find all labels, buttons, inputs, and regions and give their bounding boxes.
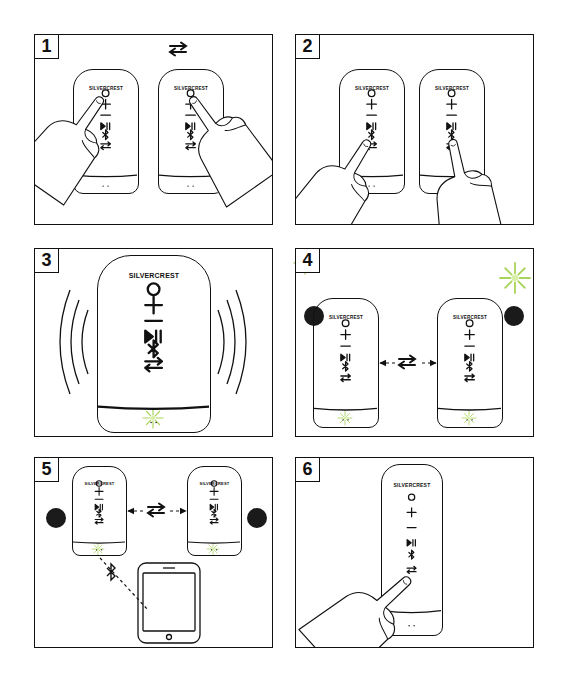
brand-logo: SILVERCREST — [355, 86, 389, 91]
base-band — [98, 407, 209, 409]
brand-logo: SILVERCREST — [174, 86, 208, 91]
control-buttons — [145, 283, 162, 371]
led-glow — [92, 252, 530, 555]
control-buttons — [95, 481, 103, 524]
control-buttons — [341, 320, 350, 382]
brand-logo: SILVERCREST — [129, 272, 180, 280]
step-panel: 4SILVERCREST SILVERCREST — [295, 248, 534, 437]
base-band — [159, 175, 222, 177]
step-panel: 3SILVERCREST — [34, 248, 273, 437]
base-dots — [211, 549, 217, 550]
speaker-marker-dot — [46, 306, 524, 528]
base-band — [438, 408, 501, 410]
base-band — [382, 611, 441, 613]
base-dots — [342, 419, 348, 420]
step-panel: 6SILVERCREST — [295, 457, 534, 648]
base-dots — [448, 185, 454, 186]
brand-logo: SILVERCREST — [200, 482, 230, 486]
speaker: SILVERCREST — [187, 466, 242, 556]
speaker: SILVERCREST — [381, 464, 443, 636]
base-band — [420, 175, 483, 177]
control-buttons — [465, 320, 474, 382]
pairing-link — [380, 362, 436, 363]
base-band — [314, 408, 377, 410]
brand-logo: SILVERCREST — [435, 86, 469, 91]
button-icons — [188, 467, 240, 554]
step-panel: 5SILVERCREST SILVERCREST — [34, 457, 273, 648]
base-dots — [368, 185, 374, 186]
control-buttons — [101, 90, 110, 150]
speaker: SILVERCREST — [97, 255, 211, 433]
base-band — [74, 175, 137, 177]
step-number: 3 — [35, 249, 59, 273]
step-number: 6 — [296, 458, 320, 482]
base-dots — [150, 422, 156, 423]
step-number: 1 — [35, 35, 59, 59]
smartphone — [138, 563, 200, 643]
bluetooth-link — [100, 558, 148, 610]
pointing-hand — [296, 123, 505, 224]
button-icons — [382, 465, 441, 634]
speaker: SILVERCREST — [72, 466, 127, 556]
step-panel: 1SILVERCREST SILVERCREST — [34, 34, 273, 225]
speaker: SILVERCREST — [73, 69, 139, 194]
base-band — [188, 542, 240, 543]
control-buttons — [407, 494, 416, 573]
speaker: SILVERCREST — [313, 298, 379, 428]
speaker: SILVERCREST — [339, 69, 405, 194]
pointing-hand — [299, 552, 431, 647]
pairing-link — [128, 510, 186, 511]
base-dots — [187, 185, 193, 186]
step-number: 4 — [296, 249, 320, 273]
base-dots — [96, 549, 102, 550]
step-panel: 2SILVERCREST SILVERCREST — [295, 34, 534, 225]
control-buttons — [186, 90, 195, 150]
base-dots — [102, 185, 108, 186]
control-buttons — [447, 90, 456, 150]
button-icons — [98, 256, 209, 431]
base-band — [73, 542, 125, 543]
swap-symbol — [170, 43, 186, 56]
pointing-hand — [35, 78, 272, 207]
control-buttons — [210, 481, 218, 524]
speaker: SILVERCREST — [419, 69, 485, 194]
brand-logo: SILVERCREST — [85, 482, 115, 486]
sound-waves — [60, 290, 246, 394]
brand-logo: SILVERCREST — [89, 86, 123, 91]
base-dots — [466, 419, 472, 420]
base-dots — [408, 625, 414, 626]
link-swap-symbol — [144, 353, 419, 519]
step-number: 2 — [296, 35, 320, 59]
brand-logo: SILVERCREST — [329, 315, 363, 320]
button-icons — [73, 467, 125, 554]
base-band — [340, 175, 403, 177]
step-number: 5 — [35, 458, 59, 482]
brand-logo: SILVERCREST — [394, 483, 431, 489]
brand-logo: SILVERCREST — [453, 315, 487, 320]
speaker: SILVERCREST — [437, 298, 503, 428]
control-buttons — [367, 90, 376, 150]
speaker: SILVERCREST — [158, 69, 224, 194]
